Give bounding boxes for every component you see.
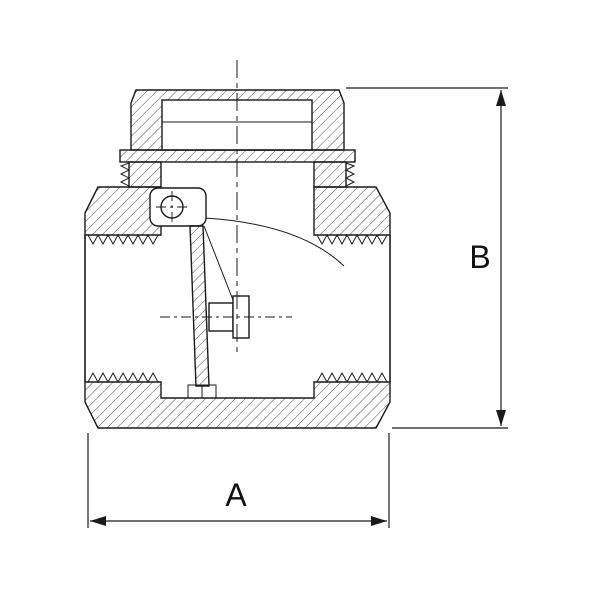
dim-a-arrow-right	[371, 516, 387, 526]
dimension-a: A	[87, 433, 390, 528]
dim-a-arrow-left	[90, 516, 106, 526]
bonnet-neck-left	[128, 161, 162, 188]
left-port-thread-top	[87, 233, 159, 246]
right-port-thread-top	[316, 233, 388, 246]
hinge-pin-centerlines	[156, 191, 188, 223]
dim-b-arrow-bottom	[496, 410, 506, 426]
disc-arm-edge	[203, 225, 234, 301]
valve-seat	[187, 384, 217, 398]
dimension-b: B	[346, 87, 508, 429]
dim-b-arrow-top	[496, 90, 506, 106]
dimension-b-label: B	[469, 239, 490, 275]
bonnet-thread-left	[119, 162, 131, 187]
body-bottom-wall	[84, 381, 391, 429]
body-right-shoulder	[313, 186, 391, 236]
swing-disc-assembly	[149, 187, 292, 387]
right-port-thread-bottom	[316, 371, 388, 384]
valve-body	[84, 186, 391, 429]
dimension-a-label: A	[225, 477, 247, 513]
left-port-thread-bottom	[87, 371, 159, 384]
internal-passage-curve	[204, 217, 345, 267]
bonnet-thread-right	[344, 162, 356, 187]
bonnet-neck-right	[313, 161, 347, 188]
disc-plate	[189, 225, 210, 387]
